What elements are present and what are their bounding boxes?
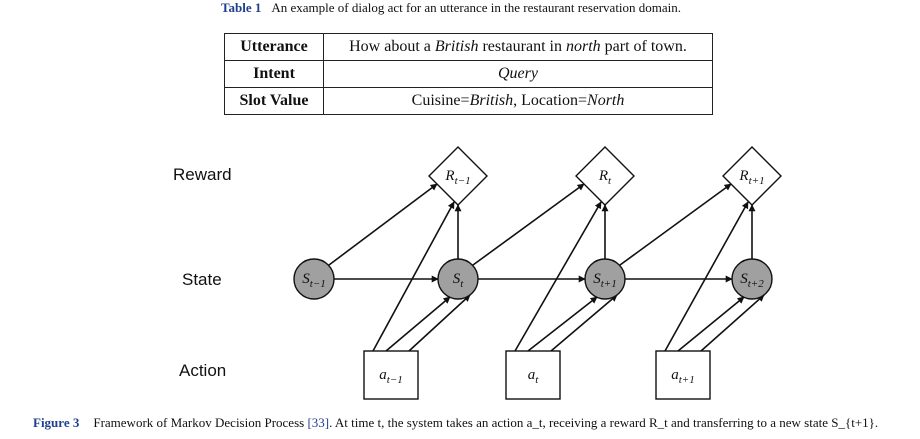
value-fragment: North bbox=[587, 92, 625, 109]
reward-node bbox=[428, 146, 488, 206]
value-fragment: restaurant in bbox=[478, 38, 566, 55]
state-node-label: St−1 bbox=[302, 271, 325, 290]
state-node-label: St+1 bbox=[593, 271, 616, 290]
diagram-edges bbox=[328, 183, 765, 352]
action-to-state-arrow bbox=[550, 294, 618, 352]
action-node-label: at bbox=[528, 367, 540, 386]
reward-node-label: Rt+1 bbox=[738, 168, 764, 187]
action-to-reward-arrow bbox=[514, 201, 602, 352]
action-to-state-arrow bbox=[700, 294, 765, 352]
action-node bbox=[655, 350, 711, 400]
row-key: Utterance bbox=[224, 33, 324, 61]
reward-node bbox=[575, 146, 635, 206]
reward-node bbox=[722, 146, 782, 206]
value-fragment: Cuisine= bbox=[411, 92, 470, 109]
action-to-reward-arrow bbox=[372, 201, 455, 352]
figure-caption-text-end: . At time t, the system takes an action … bbox=[329, 415, 879, 430]
value-fragment: British bbox=[434, 38, 479, 55]
value-fragment: British bbox=[469, 92, 514, 109]
state-to-reward-arrow bbox=[472, 183, 585, 266]
figure-caption: Figure 3 Framework of Markov Decision Pro… bbox=[33, 415, 878, 431]
state-to-reward-arrow bbox=[328, 183, 438, 266]
state-row-label: State bbox=[182, 270, 222, 289]
action-to-reward-arrow bbox=[664, 201, 749, 352]
action-to-state-arrow bbox=[385, 296, 451, 352]
reward-node-label: Rt−1 bbox=[444, 168, 470, 187]
value-fragment: , Location= bbox=[513, 92, 588, 109]
diagram-nodes: St−1 St St+1 St+2 Rt−1 Rt Rt+1 at−1 at at+1 bbox=[293, 146, 782, 400]
state-node-label: St+2 bbox=[740, 271, 764, 290]
action-node-label: at−1 bbox=[379, 367, 402, 386]
table-caption-text: An example of dialog act for an utteranc… bbox=[271, 0, 682, 15]
reward-node-label: Rt bbox=[598, 168, 612, 187]
state-node bbox=[731, 258, 773, 300]
action-to-state-arrow bbox=[677, 296, 745, 352]
action-row-label: Action bbox=[179, 361, 226, 380]
dialog-act-table: Utterance How about a British restaurant… bbox=[224, 33, 713, 115]
action-to-state-arrow bbox=[527, 296, 598, 352]
state-node bbox=[584, 258, 626, 300]
mdp-diagram: Reward State Action St−1 St St+1 St+2 Rt−1 Rt… bbox=[173, 146, 782, 400]
citation-link[interactable]: [33] bbox=[307, 415, 330, 430]
action-node bbox=[505, 350, 561, 400]
row-value: Cuisine=British, Location=North bbox=[323, 87, 713, 115]
state-node bbox=[437, 258, 479, 300]
table-caption: Table 1 An example of dialog act for an u… bbox=[221, 0, 681, 16]
value-fragment: How about a bbox=[349, 38, 435, 55]
table-row: Slot Value Cuisine=British, Location=Nor… bbox=[224, 87, 713, 115]
figure-caption-label: Figure 3 bbox=[33, 415, 80, 430]
action-node-label: at+1 bbox=[671, 367, 694, 386]
action-node bbox=[363, 350, 419, 400]
value-fragment: part of town. bbox=[600, 38, 687, 55]
reward-row-label: Reward bbox=[173, 165, 232, 184]
value-fragment: north bbox=[565, 38, 601, 55]
value-fragment: Query bbox=[498, 65, 538, 82]
table-caption-label: Table 1 bbox=[221, 0, 262, 15]
figure-caption-text: Framework of Markov Decision Process bbox=[93, 415, 308, 430]
state-node bbox=[293, 258, 335, 300]
state-node-label: St bbox=[453, 271, 465, 290]
state-to-reward-arrow bbox=[619, 183, 732, 266]
row-key: Slot Value bbox=[224, 87, 324, 115]
action-to-state-arrow bbox=[408, 294, 471, 352]
